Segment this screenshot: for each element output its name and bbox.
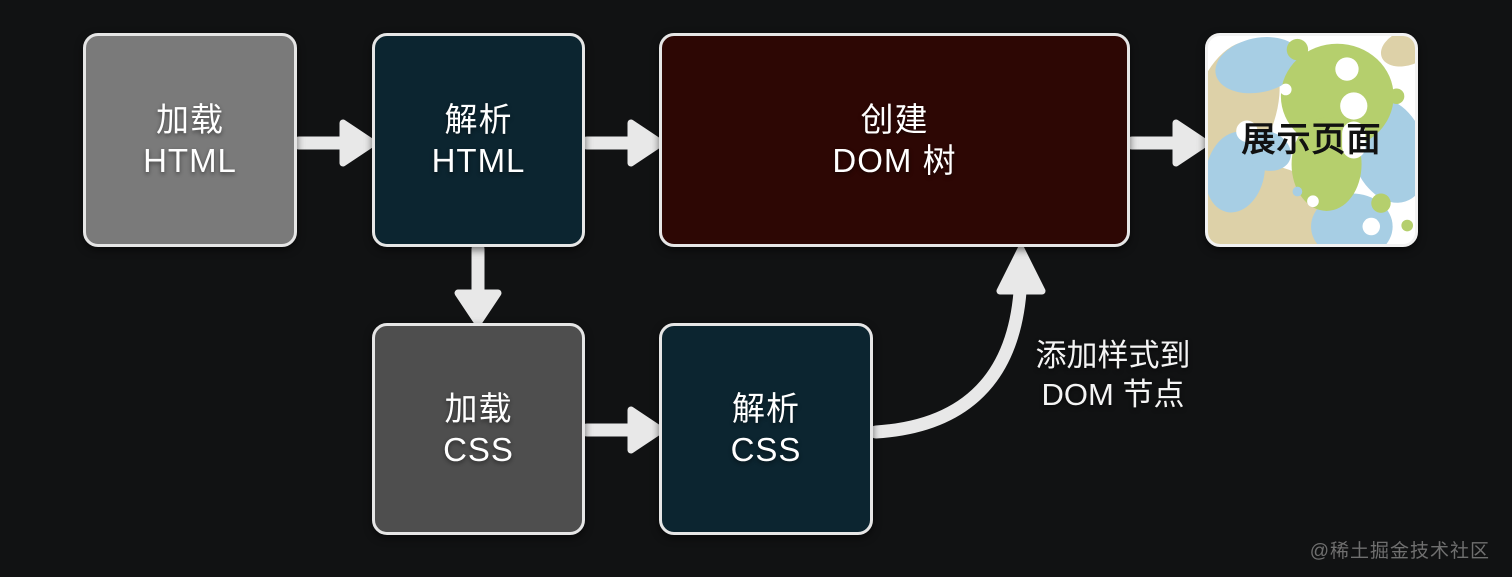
node-display-page-label: 展示页面 [1241,120,1382,159]
node-parse-css-line1: 解析 [732,390,800,427]
node-load-html-line1: 加载 [156,101,224,138]
node-parse-css: 解析 CSS [659,323,873,535]
arrow-load-html-to-parse-html [292,119,377,167]
edge-annotation-line2: DOM 节点 [1041,377,1185,412]
node-load-html-line2: HTML [143,142,237,179]
watermark-text: @稀土掘金技术社区 [1309,541,1490,562]
node-parse-html-line1: 解析 [444,101,513,138]
node-parse-html-line2: HTML [431,142,526,179]
edge-annotation-add-styles: 添加样式到 DOM 节点 [1013,336,1213,414]
arrow-load-css-to-parse-css [580,406,665,454]
node-load-css-line1: 加载 [444,390,513,427]
node-create-dom-line2: DOM 树 [832,142,957,179]
node-load-html: 加载 HTML [83,33,297,247]
node-parse-html: 解析 HTML [372,33,585,247]
arrow-create-dom-to-display-page [1125,119,1210,167]
arrow-parse-html-to-create-dom [580,119,665,167]
node-create-dom: 创建 DOM 树 [659,33,1130,247]
display-page-pattern-image [1208,36,1415,244]
node-parse-css-line2: CSS [730,431,802,468]
arrow-parse-html-to-load-css [454,242,502,327]
node-create-dom-line1: 创建 [860,101,929,138]
node-load-css: 加载 CSS [372,323,585,535]
node-display-page: 展示页面 [1205,33,1418,247]
edge-annotation-line1: 添加样式到 [1035,338,1191,373]
node-load-css-line2: CSS [443,431,514,468]
